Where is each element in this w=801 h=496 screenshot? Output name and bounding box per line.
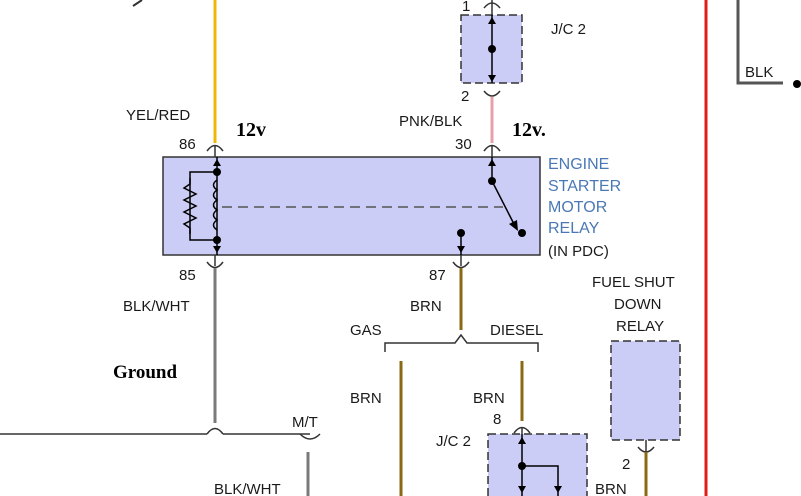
- pin-30-label: 30: [455, 136, 472, 153]
- fuel-relay-line-2: DOWN: [614, 296, 662, 313]
- relay-name-line-4: RELAY: [548, 220, 600, 237]
- jc2-top-arrow-up: [488, 17, 496, 24]
- pin-87-label: 87: [429, 267, 446, 284]
- pin-30-arrow-icon: [488, 159, 496, 166]
- pin-85-connector: [206, 261, 224, 269]
- jc2-bottom-arrow-down-a: [518, 486, 526, 493]
- brn-87-label: BRN: [410, 298, 442, 315]
- diesel-label: DIESEL: [490, 322, 543, 339]
- gas-diesel-brace: [384, 333, 539, 352]
- pin-87-connector: [452, 261, 470, 269]
- jc2-top-label: J/C 2: [551, 21, 586, 38]
- wire-stub-top-left: [132, 0, 143, 7]
- mt-label: M/T: [292, 414, 318, 431]
- switch-arm-arrow-icon: [509, 220, 518, 231]
- jc2-top-pin2-connector: [483, 90, 501, 97]
- jc2-top-splice-dot: [488, 45, 496, 53]
- yel-red-label: YEL/RED: [126, 107, 190, 124]
- relay-name-line-2: STARTER: [548, 178, 621, 195]
- pin-85-label: 85: [179, 267, 196, 284]
- jc2-bottom-box: [487, 433, 588, 496]
- pin-87-arrow-icon: [457, 246, 465, 253]
- voltage-86: 12v: [236, 119, 266, 141]
- blk-wire-end-dot: [793, 80, 801, 88]
- blk-wht-label: BLK/WHT: [123, 298, 190, 315]
- voltage-30: 12v.: [512, 119, 546, 141]
- fuel-relay-line-3: RELAY: [616, 318, 664, 335]
- jc2-top-pin1: 1: [462, 0, 470, 15]
- pin-86-arrow-icon: [213, 159, 221, 166]
- jc2-top-arrow-down: [488, 75, 496, 82]
- brn-fuel-label: BRN: [595, 481, 627, 496]
- pin-86-label: 86: [179, 136, 196, 153]
- fuel-relay-pin: 2: [622, 456, 630, 473]
- pin-30-connector: [483, 144, 501, 152]
- coil-dot-bottom: [213, 236, 221, 244]
- pnk-blk-label: PNK/BLK: [399, 113, 462, 130]
- switch-contact-dot: [518, 229, 526, 237]
- gas-label: GAS: [350, 322, 382, 339]
- blk-wht-bottom-label: BLK/WHT: [214, 481, 281, 496]
- relay-box: [162, 156, 541, 256]
- ground-label: Ground: [113, 362, 178, 383]
- blk-wire-label: BLK: [745, 64, 773, 81]
- pin-86-connector: [206, 144, 224, 152]
- coil-resistor-icon: [182, 178, 198, 234]
- ground-splice-connector: [206, 427, 224, 435]
- coil-dot-top: [213, 168, 221, 176]
- brn-gas-label: BRN: [350, 390, 382, 407]
- fuel-relay-line-1: FUEL SHUT: [592, 274, 675, 291]
- relay-location: (IN PDC): [548, 243, 609, 260]
- switch-arm: [491, 180, 516, 227]
- coil-winding-icon: [212, 179, 219, 231]
- jc2-bottom-arrow-up: [518, 437, 526, 444]
- jc2-top-pin2: 2: [461, 88, 469, 105]
- relay-name-line-3: MOTOR: [548, 199, 607, 216]
- jc2-bottom-label: J/C 2: [436, 433, 471, 450]
- mt-connector: [299, 433, 321, 440]
- brn-diesel-label: BRN: [473, 390, 505, 407]
- pin-85-arrow-icon: [213, 246, 221, 253]
- blk-wire: [736, 0, 783, 85]
- fuel-relay-box: [610, 340, 681, 441]
- jc2-bottom-pin: 8: [493, 411, 501, 428]
- jc2-bottom-arrow-down-b: [554, 486, 562, 493]
- relay-name-line-1: ENGINE: [548, 156, 609, 173]
